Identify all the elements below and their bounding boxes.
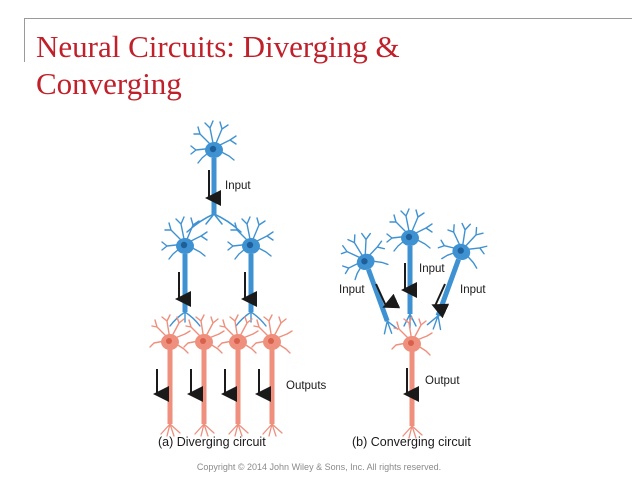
diverging-circuit: Input Outputs (a) Diverging circui [150, 120, 327, 449]
diverging-input-label: Input [225, 180, 251, 192]
converging-input-label-top: Input [419, 263, 445, 275]
converging-input-neuron-right [426, 216, 493, 331]
converging-input-arrow-left [375, 283, 401, 309]
converging-input-neuron-left [333, 226, 399, 335]
slide-title: Neural Circuits: Diverging & Converging [36, 28, 596, 102]
converging-output-label: Output [425, 375, 460, 387]
left-rule [24, 18, 25, 62]
diverging-caption: (a) Diverging circuit [158, 435, 266, 449]
diverging-middle-neuron-right [227, 216, 274, 327]
converging-caption: (b) Converging circuit [352, 435, 471, 449]
top-rule [24, 18, 632, 19]
diverging-outputs-label: Outputs [286, 380, 327, 392]
converging-circuit: Input Input Input Output (b) Converging … [333, 208, 493, 449]
copyright-notice: Copyright © 2014 John Wiley & Sons, Inc.… [196, 462, 442, 472]
diverging-input-neuron [186, 120, 242, 233]
converging-input-label-right: Input [460, 284, 486, 296]
converging-input-arrow-right [431, 283, 450, 319]
title-line-2: Converging [36, 66, 182, 101]
converging-input-label-left: Input [339, 284, 365, 296]
title-line-1: Neural Circuits: Diverging & [36, 29, 400, 64]
diverging-middle-neuron-left [161, 216, 208, 327]
